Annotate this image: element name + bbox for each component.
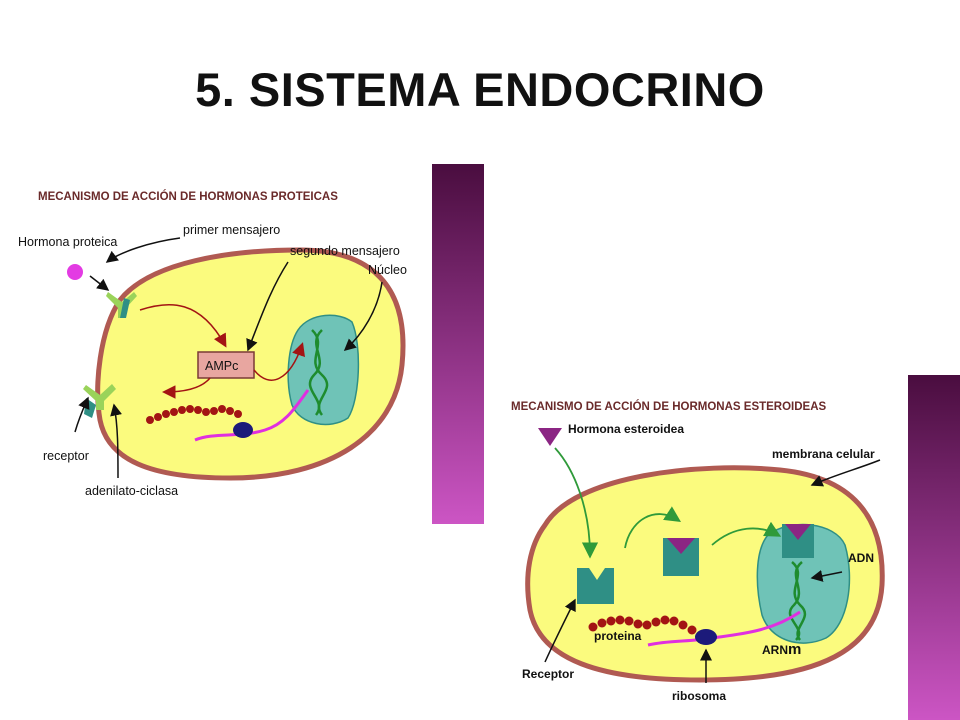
steroid-hormone-triangle: [538, 428, 562, 446]
receptor-bound-icon: [663, 538, 699, 576]
protein-chain-steroid: [588, 615, 697, 635]
label-hormona-esteroidea: Hormona esteroidea: [568, 422, 684, 436]
slide-title: 5. SISTEMA ENDOCRINO: [195, 63, 765, 116]
steroid-hormone-diagram: MECANISMO DE ACCIÓN DE HORMONAS ESTEROID…: [511, 400, 885, 703]
ampc-box: [197, 351, 255, 379]
decorative-band-right: [908, 375, 960, 720]
mrna-strand: [194, 389, 310, 442]
receptor-top-icon: [106, 292, 137, 318]
label-proteina: proteina: [594, 629, 642, 643]
protein-chain: [146, 405, 242, 424]
ribosome-steroid: [695, 629, 717, 645]
label-receptor: receptor: [43, 449, 89, 463]
ribosome: [233, 422, 253, 438]
proteic-hormone-diagram: MECANISMO DE ACCIÓN DE HORMONAS PROTEICA…: [18, 190, 407, 498]
protein-hormone-sphere: [67, 264, 83, 280]
ampc-label: AMPc: [205, 359, 238, 373]
steroid-heading: MECANISMO DE ACCIÓN DE HORMONAS ESTEROID…: [511, 400, 827, 413]
label-arn: ARNm: [762, 641, 801, 658]
proteic-heading: MECANISMO DE ACCIÓN DE HORMONAS PROTEICA…: [38, 190, 338, 203]
label-ribosoma: ribosoma: [672, 689, 726, 703]
decorative-band-left: [432, 164, 484, 524]
receptor-nucleus-icon: [782, 524, 814, 558]
receptor-empty-icon: [577, 568, 614, 604]
label-receptor-steroid: Receptor: [522, 667, 574, 681]
label-hormona-proteica: Hormona proteica: [18, 235, 117, 249]
label-adenilato-ciclasa: adenilato-ciclasa: [85, 484, 178, 498]
label-membrana-celular: membrana celular: [772, 447, 875, 461]
label-nucleo: Núcleo: [368, 263, 407, 277]
nucleus: [287, 314, 360, 426]
label-adn: ADN: [848, 551, 874, 565]
label-primer-mensajero: primer mensajero: [183, 223, 280, 237]
nucleus-steroid: [756, 523, 851, 644]
label-segundo-mensajero: segundo mensajero: [290, 244, 400, 258]
dna-strand: [311, 329, 329, 416]
